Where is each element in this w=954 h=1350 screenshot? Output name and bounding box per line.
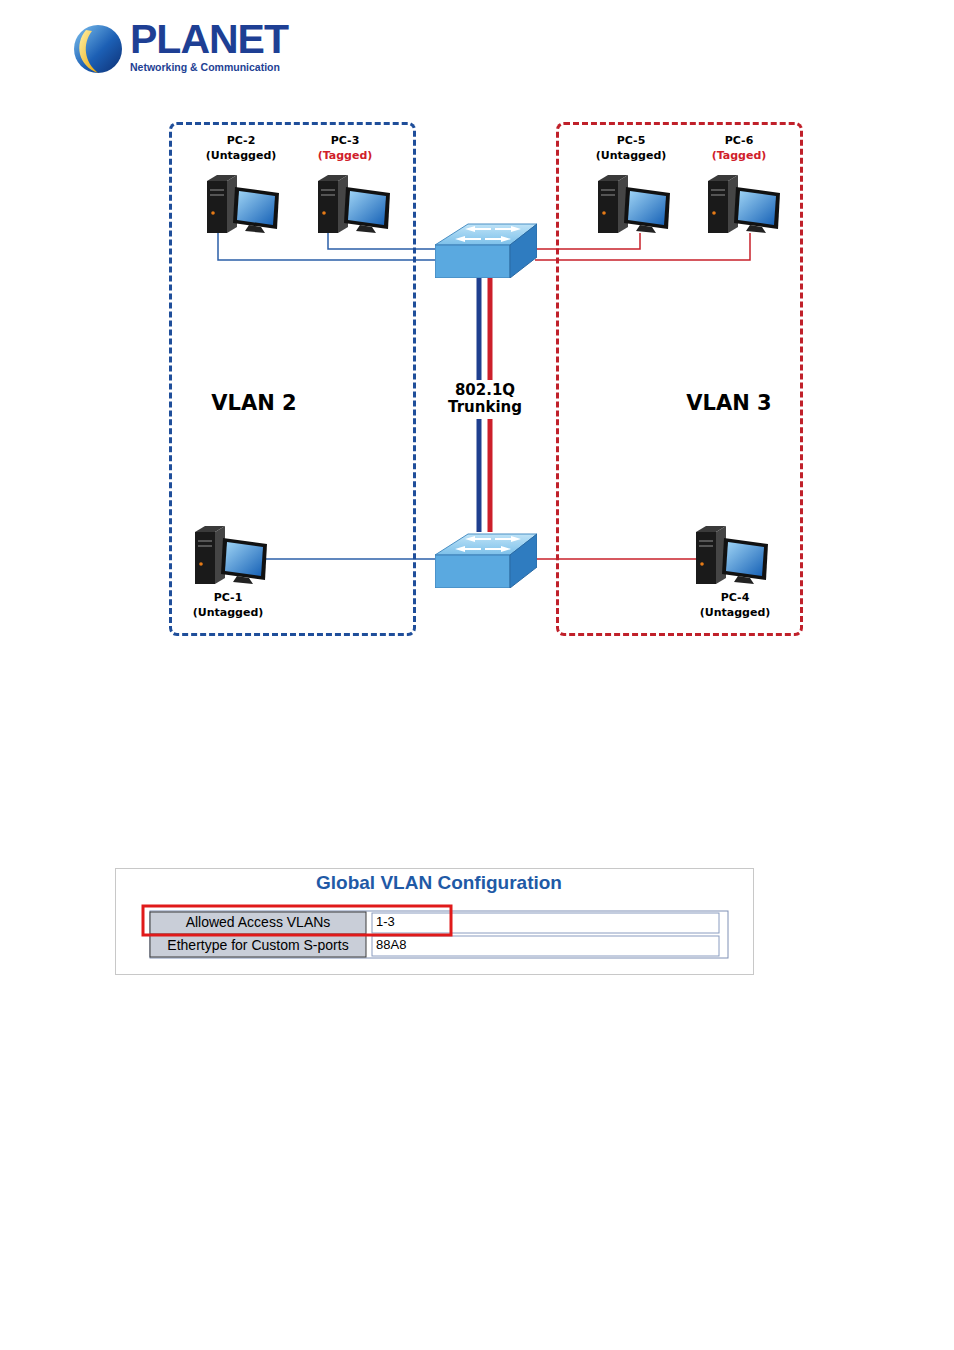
- vlan-name: VLAN 2: [211, 391, 296, 415]
- table-value-cell: 88A8: [376, 938, 406, 953]
- tag-mode: (Untagged): [193, 607, 264, 620]
- brand-tagline: Networking & Communication: [130, 61, 280, 73]
- pc-label-group: PC-6 (Tagged): [689, 135, 789, 169]
- switch-icon: [435, 224, 537, 278]
- logo-swoosh: [79, 30, 98, 73]
- table-header-cell: Allowed Access VLANs: [186, 914, 331, 930]
- pc-name: PC-3: [331, 135, 360, 148]
- pc-label-group: PC-5 (Untagged): [581, 135, 681, 169]
- switch-icon: [435, 534, 537, 588]
- config-table: [143, 906, 728, 958]
- pc-icon: [318, 175, 390, 233]
- brand-logo: PLANET: [130, 16, 288, 63]
- vlan-region: VLAN 3 PC-5 (Untagged) PC-6 (Tagged) PC-4 (Unt…: [556, 122, 803, 636]
- logo-globe: [74, 25, 122, 73]
- pc-name: PC-6: [725, 135, 754, 148]
- table-value-cell: 1-3: [376, 915, 395, 930]
- tag-mode: (Untagged): [596, 150, 667, 163]
- pc-icon: [696, 526, 768, 584]
- pc-name: PC-5: [617, 135, 646, 148]
- panel-title: Global VLAN Configuration: [316, 872, 562, 894]
- pc-icon: [207, 175, 279, 233]
- vlan-name: VLAN 3: [686, 391, 771, 415]
- pc-name: PC-4: [721, 592, 750, 605]
- pc-icon: [598, 175, 670, 233]
- trunk-label: 802.1Q Trunking: [445, 380, 525, 419]
- table-header-cell: Ethertype for Custom S-ports: [167, 937, 348, 953]
- pc-name: PC-2: [227, 135, 256, 148]
- pc-icon: [708, 175, 780, 233]
- tag-mode: (Untagged): [700, 607, 771, 620]
- vlan-region: VLAN 2 PC-2 (Untagged) PC-3 (Tagged) PC-1 (Unt…: [169, 122, 416, 636]
- pc-label-group: PC-4 (Untagged): [685, 592, 785, 626]
- tag-mode: (Untagged): [206, 150, 277, 163]
- pc-icon: [195, 526, 267, 584]
- pc-label-group: PC-1 (Untagged): [178, 592, 278, 626]
- tag-mode: (Tagged): [318, 150, 373, 163]
- pc-label-group: PC-3 (Tagged): [295, 135, 395, 169]
- pc-label-group: PC-2 (Untagged): [191, 135, 291, 169]
- pc-name: PC-1: [214, 592, 243, 605]
- tag-mode: (Tagged): [712, 150, 767, 163]
